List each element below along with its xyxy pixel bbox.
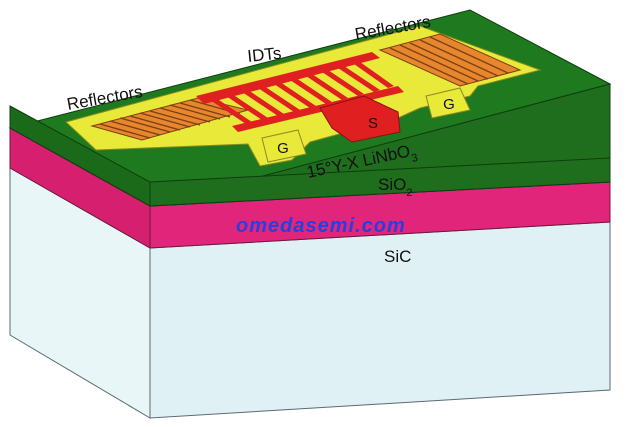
sio2-label-subscript: 2 (406, 187, 412, 199)
right-reflector (378, 33, 522, 87)
ground-pad-left (261, 129, 307, 163)
sic-front-face (149, 221, 611, 419)
sio2-label-main: SiO (378, 175, 406, 194)
linbo3-left-face (9, 105, 151, 207)
ground-label-left: G (277, 140, 289, 157)
ground-pad-right (425, 87, 471, 119)
ground-label-right: G (443, 96, 455, 113)
watermark-text: omedasemi.com (236, 215, 406, 237)
signal-pad (319, 95, 401, 143)
idts-label: IDTs (246, 44, 282, 66)
sio2-label: SiO2 (378, 175, 412, 199)
signal-label: S (368, 115, 378, 132)
idt-bus-top (196, 52, 380, 104)
linbo3-label-subscript: 3 (410, 152, 418, 165)
electrode-layout (65, 25, 542, 167)
right-reflector-body (378, 33, 522, 87)
sic-label: SiC (384, 247, 411, 266)
